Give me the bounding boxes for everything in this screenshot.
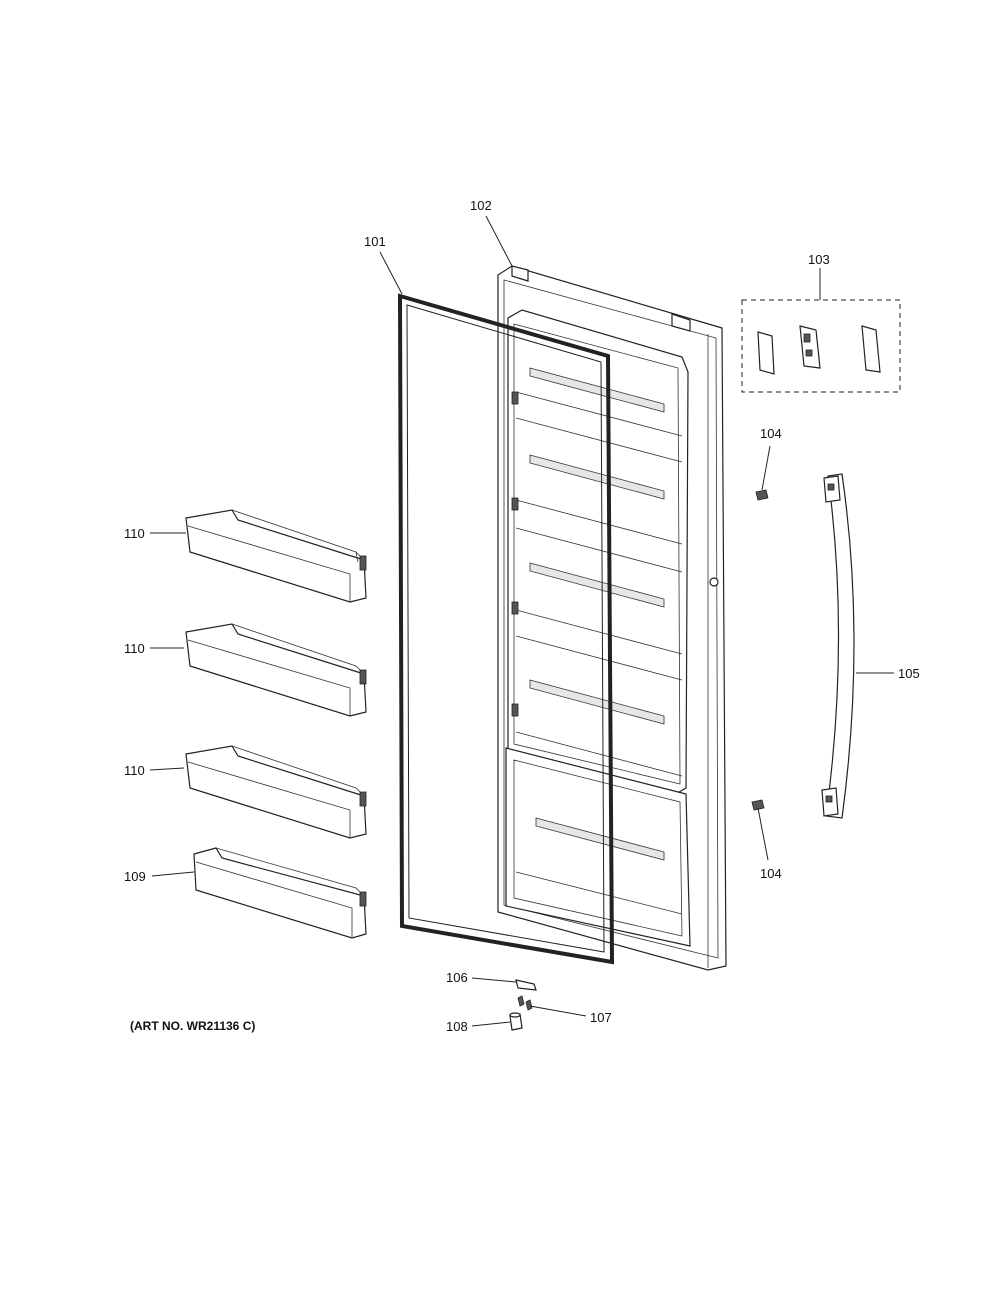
callout-108: 108 bbox=[446, 1019, 468, 1034]
callout-103: 103 bbox=[808, 252, 830, 267]
screws-pair bbox=[517, 995, 533, 1011]
lower-door-bin bbox=[193, 847, 367, 939]
callout-102: 102 bbox=[470, 198, 492, 213]
callout-110-c: 110 bbox=[124, 763, 145, 778]
callout-110-a: 110 bbox=[124, 526, 145, 541]
leader-lines bbox=[149, 215, 894, 1027]
callout-106: 106 bbox=[446, 970, 468, 985]
callout-110-b: 110 bbox=[124, 641, 145, 656]
door-assembly bbox=[497, 265, 727, 971]
door-gasket bbox=[397, 293, 615, 965]
door-handle bbox=[821, 473, 855, 819]
bushing-part bbox=[509, 1012, 523, 1031]
handle-stud-bottom bbox=[751, 799, 765, 811]
parts-kit-box bbox=[741, 299, 901, 393]
handle-stud-top bbox=[755, 489, 769, 501]
callout-105: 105 bbox=[898, 666, 920, 681]
callout-labels: 101 102 103 104 104 105 106 107 108 109 … bbox=[124, 198, 920, 1034]
callout-107: 107 bbox=[590, 1010, 612, 1025]
door-bin-1 bbox=[185, 509, 367, 603]
hinge-pin-part bbox=[515, 979, 537, 991]
callout-109: 109 bbox=[124, 869, 146, 884]
art-number: (ART NO. WR21136 C) bbox=[130, 1019, 255, 1033]
callout-104-top: 104 bbox=[760, 426, 782, 441]
door-bin-3 bbox=[185, 745, 367, 839]
liner-shelf-rails bbox=[515, 367, 683, 915]
door-bin-2 bbox=[185, 623, 367, 717]
callout-104-bottom: 104 bbox=[760, 866, 782, 881]
callout-101: 101 bbox=[364, 234, 386, 249]
